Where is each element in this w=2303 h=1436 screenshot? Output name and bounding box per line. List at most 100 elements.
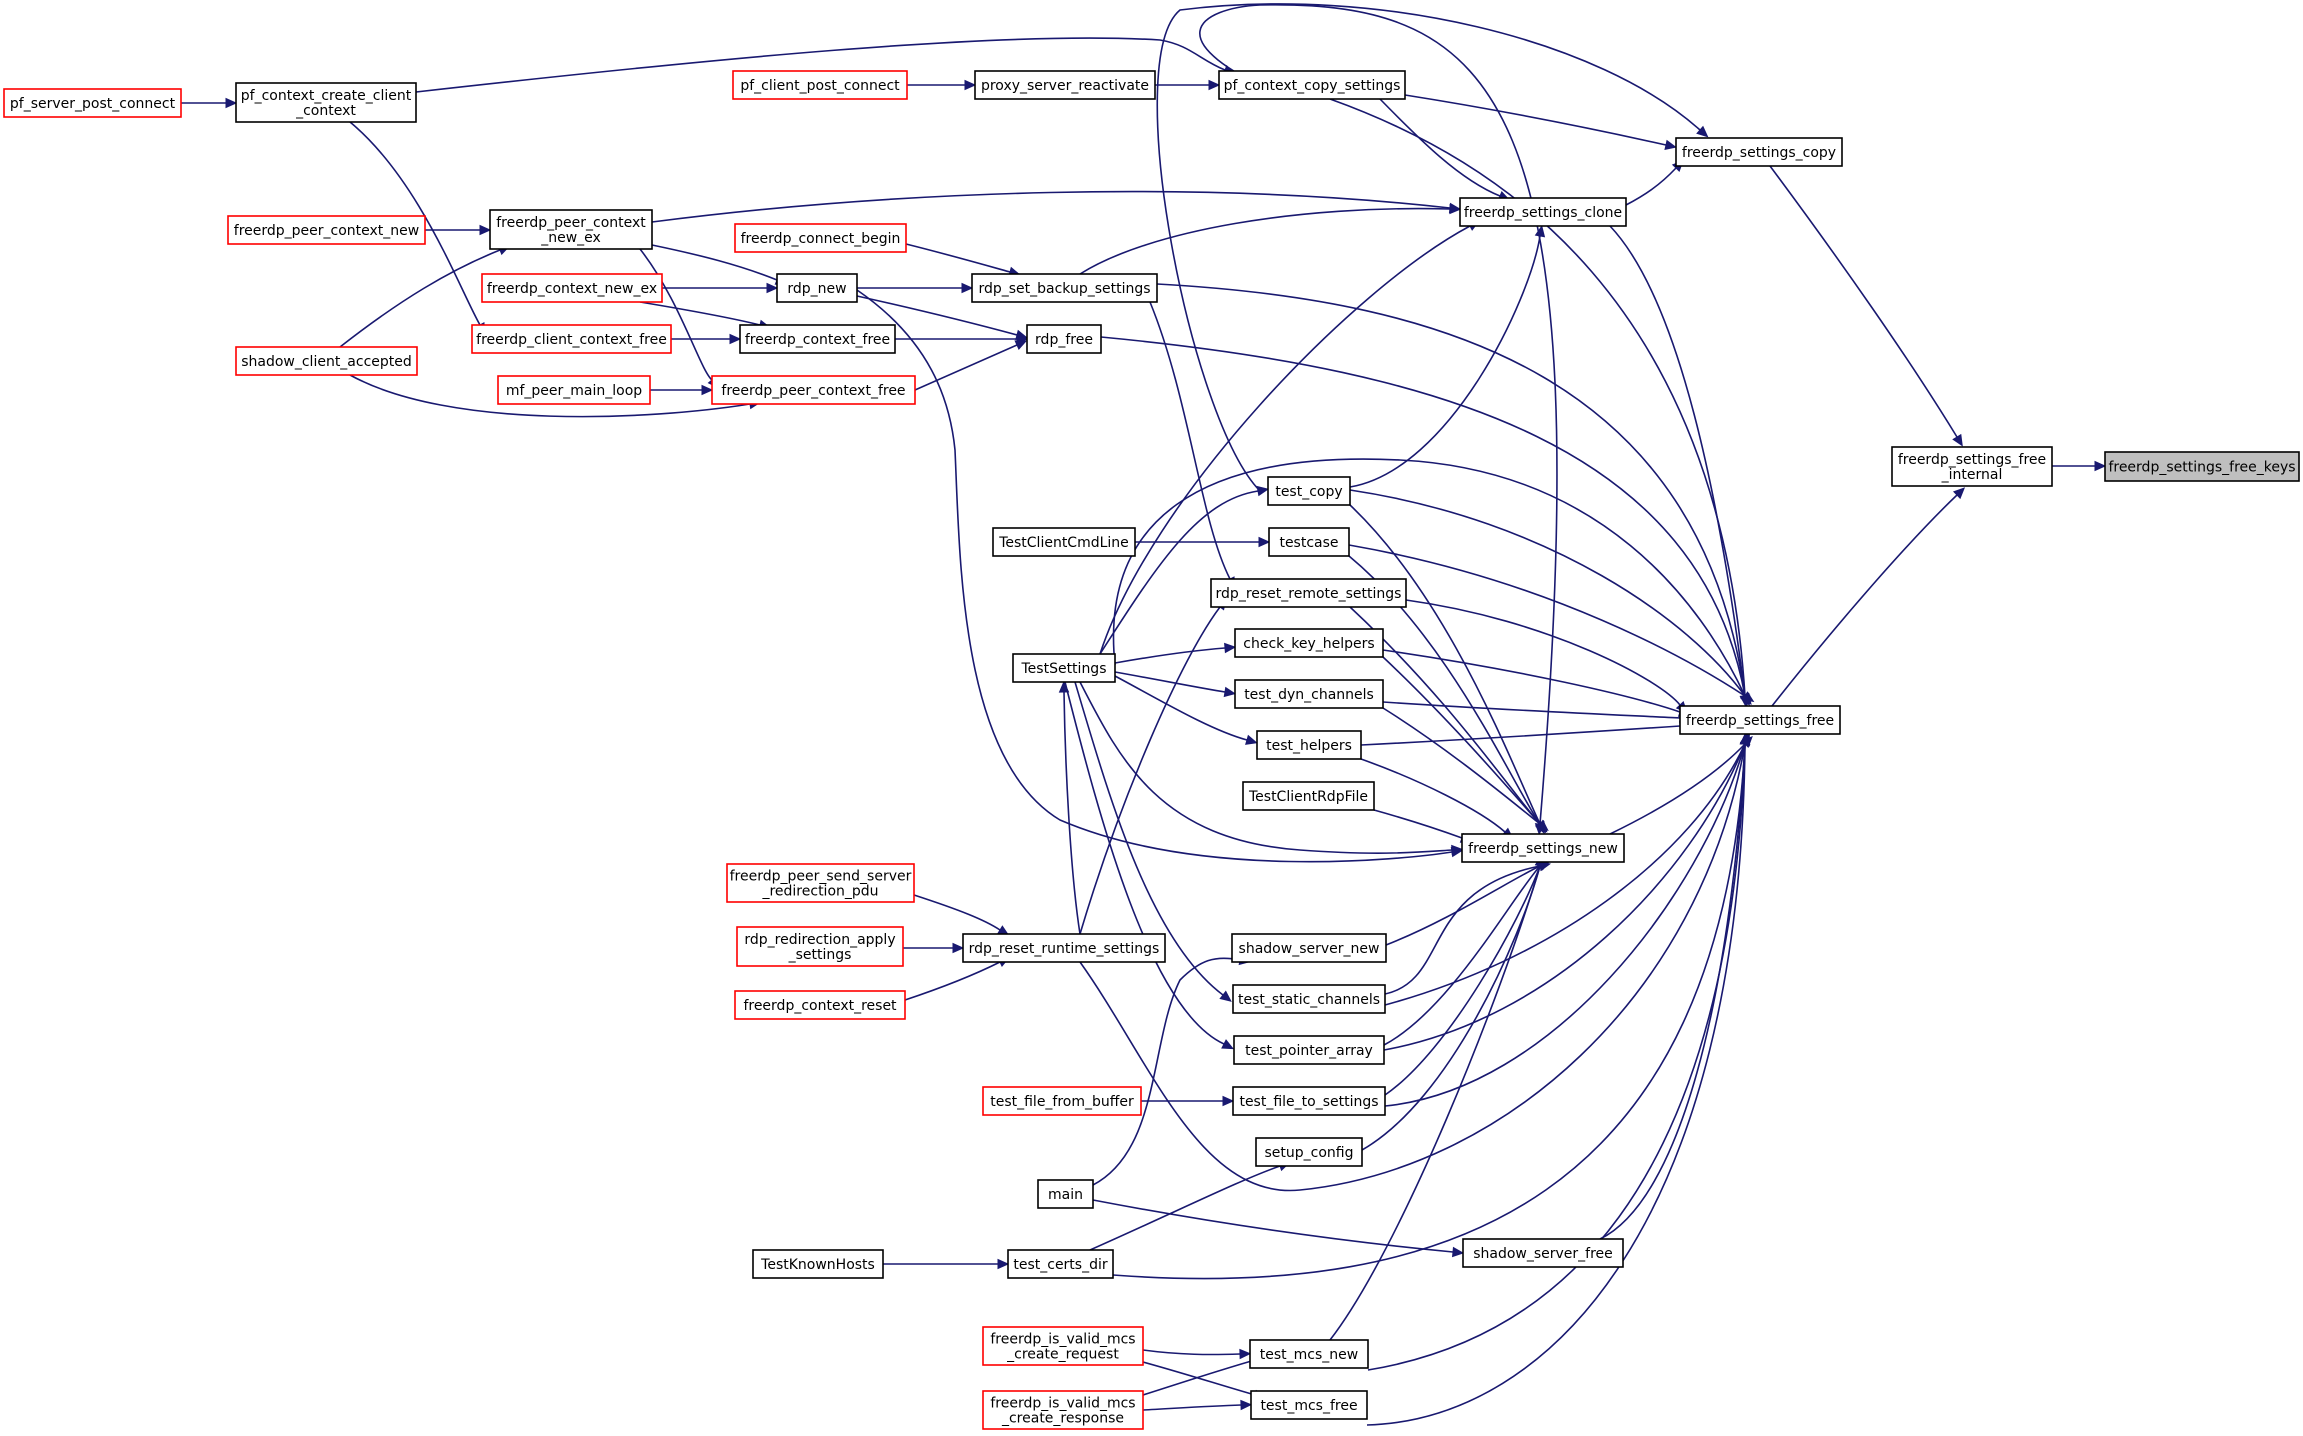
node-testcase[interactable]: testcase (1268, 527, 1350, 557)
node-box (1234, 628, 1384, 658)
node-box (726, 863, 915, 903)
node-mcs-req[interactable]: freerdp_is_valid_mcs_create_request (982, 1326, 1144, 1366)
node-connect-begin[interactable]: freerdp_connect_begin (734, 223, 907, 253)
edge-peer_ctx_free-to-rdp_free (914, 340, 1028, 391)
node-box (711, 375, 916, 405)
edge-line (1142, 1349, 1241, 1356)
edge-peer_new-to-peer_new_ex (425, 224, 492, 236)
node-box (734, 990, 906, 1020)
node-box (734, 223, 907, 253)
node-shadow-acc[interactable]: shadow_client_accepted (235, 346, 418, 376)
node-mcs-resp[interactable]: freerdp_is_valid_mcs_create_response (982, 1390, 1144, 1430)
node-label: pf_context_create_client (241, 88, 412, 104)
node-test-static[interactable]: test_static_channels (1232, 984, 1386, 1014)
node-peer-new[interactable]: freerdp_peer_context_new (227, 215, 426, 245)
node-shadow-free[interactable]: shadow_server_free (1462, 1238, 1624, 1268)
node-label: setup_config (1265, 1145, 1354, 1161)
node-peer-new-ex[interactable]: freerdp_peer_context_new_ex (489, 209, 653, 250)
node-mcs-new[interactable]: test_mcs_new (1249, 1339, 1369, 1369)
node-box (1249, 1339, 1369, 1369)
node-tccl[interactable]: TestClientCmdLine (992, 527, 1136, 557)
arrowhead (1058, 680, 1070, 693)
node-reset-remote[interactable]: rdp_reset_remote_settings (1210, 578, 1407, 608)
node-box (752, 1249, 884, 1279)
node-box (1461, 833, 1625, 863)
edge-settings_free-to-free_internal (1771, 487, 1966, 707)
node-check-key[interactable]: check_key_helpers (1234, 628, 1384, 658)
edge-peer_new_ex-to-peer_ctx_free (639, 248, 720, 389)
node-box (1210, 578, 1407, 608)
node-settings-new[interactable]: freerdp_settings_new (1461, 833, 1625, 863)
node-redir-apply[interactable]: rdp_redirection_apply_settings (736, 926, 904, 967)
node-test-dyn[interactable]: test_dyn_channels (1234, 679, 1384, 709)
node-settings-copy[interactable]: freerdp_settings_copy (1675, 137, 1843, 167)
node-pf-server-post[interactable]: pf_server_post_connect (3, 88, 182, 118)
node-file-settings[interactable]: test_file_to_settings (1232, 1086, 1386, 1116)
node-box (235, 82, 417, 123)
edge-test_settings-to-test_copy (1099, 485, 1270, 655)
node-shadow-new[interactable]: shadow_server_new (1231, 933, 1387, 963)
node-box (1462, 1238, 1624, 1268)
edge-redir_apply-to-reset_runtime (903, 942, 965, 954)
node-setup-config[interactable]: setup_config (1255, 1137, 1363, 1167)
node-proxy-react[interactable]: proxy_server_reactivate (974, 70, 1156, 100)
node-test-helpers[interactable]: test_helpers (1256, 730, 1362, 760)
node-test-copy[interactable]: test_copy (1267, 476, 1351, 506)
edge-proxy_react-to-pf_copy (1155, 79, 1221, 91)
edge-test_settings-to-settings_new (1079, 681, 1464, 856)
arrowhead (479, 224, 492, 236)
node-rdp-free[interactable]: rdp_free (1026, 324, 1102, 354)
edge-line (1114, 675, 1248, 741)
node-label: _context (295, 103, 356, 119)
node-peer-ctx-free[interactable]: freerdp_peer_context_free (711, 375, 916, 405)
node-label: freerdp_peer_context (496, 215, 646, 231)
node-label: test_helpers (1266, 738, 1352, 754)
node-certs-dir[interactable]: test_certs_dir (1007, 1249, 1114, 1279)
node-label: freerdp_settings_new (1468, 841, 1618, 857)
node-free-internal[interactable]: freerdp_settings_free_internal (1891, 446, 2053, 487)
edge-test_settings-to-check_key (1114, 642, 1237, 664)
edge-test_settings-to-test_static (1074, 681, 1232, 1002)
edge-line (1609, 225, 1746, 697)
node-label: freerdp_settings_clone (1464, 205, 1622, 221)
arrowhead (961, 282, 974, 294)
edge-line (905, 243, 1011, 273)
edge-line (1625, 167, 1677, 206)
node-tcrf[interactable]: TestClientRdpFile (1242, 781, 1375, 811)
node-test-settings[interactable]: TestSettings (1012, 653, 1116, 683)
node-box (2104, 451, 2300, 482)
node-pf-client-post[interactable]: pf_client_post_connect (732, 70, 908, 100)
node-box (1250, 1390, 1368, 1420)
edge-ctx_reset-to-reset_runtime (904, 957, 1011, 1001)
node-main[interactable]: main (1037, 1179, 1094, 1209)
node-test-ptr[interactable]: test_pointer_array (1233, 1035, 1385, 1065)
node-rdp-new[interactable]: rdp_new (776, 273, 858, 303)
node-settings-clone[interactable]: freerdp_settings_clone (1459, 197, 1627, 227)
node-ctx-free[interactable]: freerdp_context_free (739, 324, 896, 354)
edge-line (349, 121, 481, 326)
node-reset-runtime[interactable]: rdp_reset_runtime_settings (962, 933, 1166, 963)
node-settings-free[interactable]: freerdp_settings_free (1679, 705, 1841, 735)
node-label: freerdp_connect_begin (741, 231, 901, 247)
edge-test_settings-to-test_helpers (1114, 675, 1258, 745)
node-mf-loop[interactable]: mf_peer_main_loop (497, 375, 651, 405)
node-ctx-new-ex[interactable]: freerdp_context_new_ex (481, 273, 663, 303)
node-client-ctx-free[interactable]: freerdp_client_context_free (471, 324, 672, 354)
node-box (1037, 1179, 1094, 1209)
node-root[interactable]: freerdp_settings_free_keys (2104, 451, 2300, 482)
node-box (1026, 324, 1102, 354)
arrowhead (1664, 139, 1677, 151)
edge-line (1373, 809, 1463, 839)
node-mcs-free[interactable]: test_mcs_free (1250, 1390, 1368, 1420)
node-peer-send[interactable]: freerdp_peer_send_server_redirection_pdu (726, 863, 915, 903)
node-set-backup[interactable]: rdp_set_backup_settings (971, 273, 1158, 303)
arrowhead (952, 942, 965, 954)
node-pf-create[interactable]: pf_context_create_client_context (235, 82, 417, 123)
arrowhead (2094, 460, 2107, 472)
node-file-buf[interactable]: test_file_from_buffer (982, 1086, 1142, 1116)
edge-line (1382, 707, 1541, 825)
node-label: freerdp_settings_free_keys (2108, 460, 2295, 476)
node-ctx-reset[interactable]: freerdp_context_reset (734, 990, 906, 1020)
node-tkh[interactable]: TestKnownHosts (752, 1249, 884, 1279)
node-pf-copy[interactable]: pf_context_copy_settings (1218, 70, 1406, 100)
